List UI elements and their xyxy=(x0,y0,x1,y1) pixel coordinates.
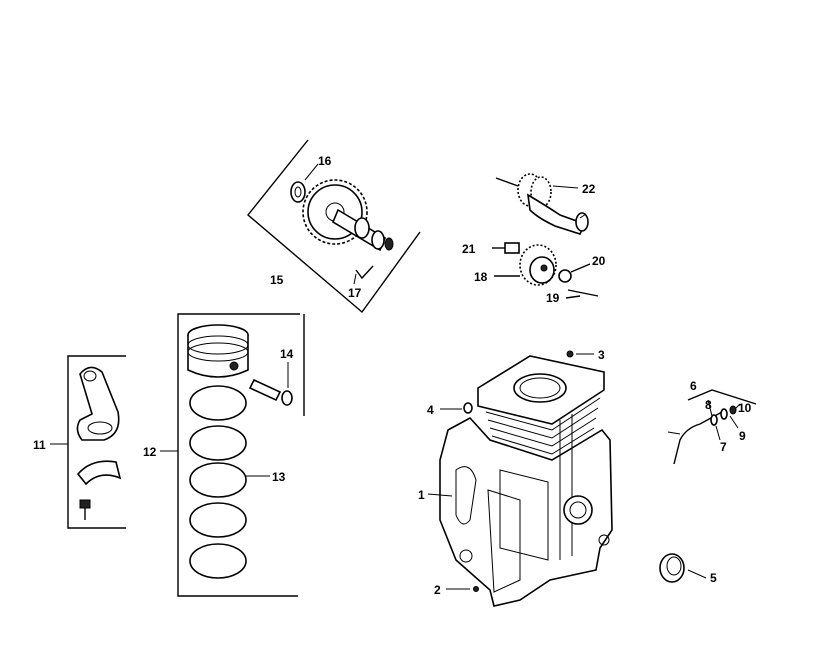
callout-22: 22 xyxy=(582,182,596,196)
connecting-rod-group: 11 xyxy=(33,355,126,529)
callout-11: 11 xyxy=(33,438,46,452)
gear-shaft xyxy=(567,289,599,297)
callout-1: 1 xyxy=(418,488,425,502)
callout-13: 13 xyxy=(272,470,286,484)
camshaft-pin xyxy=(355,265,374,280)
bolt xyxy=(504,242,520,254)
crankcase xyxy=(439,416,613,607)
callout-5: 5 xyxy=(710,571,717,585)
oil-seal xyxy=(659,553,685,583)
callout-21: 21 xyxy=(462,242,476,256)
callout-12: 12 xyxy=(143,445,157,459)
camshaft-washer xyxy=(290,181,306,203)
callout-9: 9 xyxy=(739,429,746,443)
callout-6: 6 xyxy=(690,379,697,393)
crankcase-group: 3 4 1 2 xyxy=(418,348,613,607)
callout-4: 4 xyxy=(427,403,434,417)
callout-2: 2 xyxy=(434,583,441,597)
callout-10: 10 xyxy=(738,401,752,415)
camshaft-group: 16 15 17 xyxy=(247,139,421,314)
callout-7: 7 xyxy=(720,440,727,454)
piston-ring-3 xyxy=(189,462,247,498)
piston-ring-4 xyxy=(189,502,247,538)
piston xyxy=(187,324,249,378)
gear-washer xyxy=(558,269,572,283)
governor-shaft xyxy=(673,411,723,465)
callout-16: 16 xyxy=(318,154,332,168)
callout-15: 15 xyxy=(270,273,284,287)
rod-cap xyxy=(76,460,122,486)
callout-18: 18 xyxy=(474,270,488,284)
callout-8: 8 xyxy=(705,398,712,412)
callout-20: 20 xyxy=(592,254,606,268)
rod-bolt-head xyxy=(79,499,91,509)
bearing-boss xyxy=(563,495,593,525)
callout-14: 14 xyxy=(280,347,294,361)
crankshaft xyxy=(526,193,587,235)
governor-shaft-group: 6 8 7 9 10 xyxy=(667,379,757,465)
piston-ring-group: 12 14 13 xyxy=(143,313,305,597)
oil-seal-group: 5 xyxy=(659,553,717,585)
piston-pin xyxy=(248,378,282,402)
piston-ring-1 xyxy=(189,385,247,421)
seal-4 xyxy=(463,402,473,414)
piston-ring-5 xyxy=(189,543,247,579)
callout-17: 17 xyxy=(348,286,362,300)
connecting-rod xyxy=(76,366,120,441)
plug-3 xyxy=(566,350,574,358)
callout-19: 19 xyxy=(546,291,560,305)
plug-2 xyxy=(473,586,479,592)
crankshaft-group: 22 21 18 20 19 xyxy=(462,173,606,305)
callout-3: 3 xyxy=(598,348,605,362)
piston-ring-2 xyxy=(189,425,247,461)
